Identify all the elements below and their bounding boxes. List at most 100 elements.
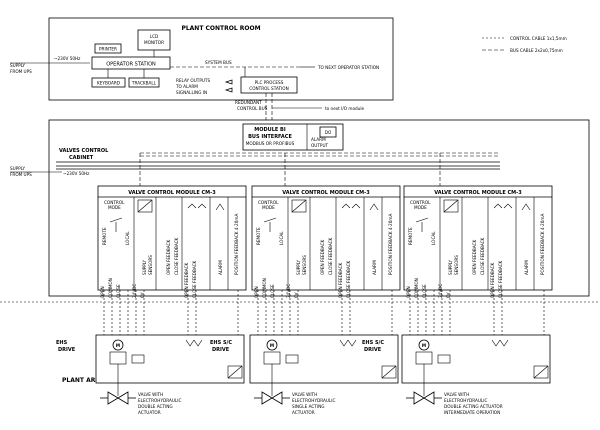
module-section-label: SUPPLY xyxy=(296,259,301,275)
control-mode-2: MODE xyxy=(108,205,121,210)
legend-bus-cable: BUS CABLE 2x2x0,75mm xyxy=(510,48,563,53)
drive-caption: ELECTROHYDRAULIC xyxy=(138,398,181,403)
redundant-label-1: REDUNDANT xyxy=(235,100,262,105)
drive-caption: ELECTROHYDRAULIC xyxy=(292,398,335,403)
terminal-label: COMMON xyxy=(414,278,419,298)
do-label: DO xyxy=(325,130,332,135)
module-section-label: SENSORS xyxy=(302,255,307,275)
module-bi-label-2: BUS INTERFACE xyxy=(248,134,292,140)
feedback-label: CLOSE FEEDBACK xyxy=(192,260,197,298)
local-label: LOCAL xyxy=(431,231,436,245)
lcd-label-1: LCD xyxy=(150,34,158,39)
motor-icon: M xyxy=(422,343,426,348)
terminal-label: CLOSE xyxy=(422,284,427,298)
room-voltage: ~230V 50Hz xyxy=(54,56,81,61)
feedback-label: CLOSE FEEDBACK xyxy=(498,260,503,298)
remote-label: REMOTE xyxy=(408,227,413,245)
control-mode-2: MODE xyxy=(414,205,427,210)
drive-name-2: DRIVE xyxy=(58,347,76,353)
control-room-title: PLANT CONTROL ROOM xyxy=(181,25,260,32)
module-section-label: SUPPLY xyxy=(448,259,453,275)
drive-caption: ELECTROHYDRAULIC xyxy=(444,398,487,403)
terminal-label: OPEN xyxy=(254,286,259,298)
module-section-label: SUPPLY xyxy=(142,259,147,275)
plant-area-label: PLANT AREA xyxy=(62,377,104,384)
legend: CONTROL CABLE 1x1,5mm BUS CABLE 2x2x0,75… xyxy=(482,36,567,53)
terminal-label: OPEN xyxy=(100,286,105,298)
drive-caption: ACTUATOR xyxy=(292,410,315,415)
next-io-label: to next I/O module xyxy=(325,106,365,111)
redundant-label-2: CONTROL BUS xyxy=(237,106,268,111)
module-section-label: POSITION FEEDBACK 4-20mA xyxy=(540,214,545,275)
terminal-label: 0V xyxy=(140,292,145,298)
module-section-label: SENSORS xyxy=(454,255,459,275)
module-title: VALVE CONTROL MODULE CM-3 xyxy=(434,190,522,196)
do-box xyxy=(319,126,337,138)
module-section-label: OPEN FEEDBACK xyxy=(320,240,325,275)
drive-name-1: EHS xyxy=(56,340,68,346)
control-mode-1: CONTROL xyxy=(258,200,279,205)
module-bi-label-1: MODULE BI xyxy=(254,127,286,133)
drive-caption: VALVE WITH xyxy=(138,392,163,397)
keyboard-label: KEYBOARD xyxy=(97,81,120,86)
module-title: VALVE CONTROL MODULE CM-3 xyxy=(128,190,216,196)
relay-label-2: TO ALARM xyxy=(175,84,198,89)
next-operator-label: TO NEXT OPERATOR STATION xyxy=(317,65,379,70)
system-bus-label: SYSTEM BUS xyxy=(205,60,232,65)
drive-caption: DOUBLE ACTING ACTUATOR xyxy=(444,404,503,409)
plc-label-2: CONTROL STATION xyxy=(249,86,288,91)
cabinet-supply-1: SUPPLY xyxy=(10,166,26,171)
terminal-label: COMMON xyxy=(108,278,113,298)
cabinet-voltage: ~230V 50Hz xyxy=(63,171,90,176)
room-supply-1: SUPPLY xyxy=(10,63,26,68)
module-title: VALVE CONTROL MODULE CM-3 xyxy=(282,190,370,196)
local-label: LOCAL xyxy=(125,231,130,245)
lcd-label-2: MONITOR xyxy=(144,40,164,45)
operator-station-box xyxy=(91,56,171,70)
terminal-label: CLOSE xyxy=(116,284,121,298)
keyboard-box xyxy=(91,77,126,88)
feedback-label: OPEN FEEDBACK xyxy=(338,263,343,298)
module-section-label: POSITION FEEDBACK 4-20mA xyxy=(388,214,393,275)
alarm-output-1: ALARM xyxy=(311,137,326,142)
terminal-label: CLOSE xyxy=(270,284,275,298)
control-mode-1: CONTROL xyxy=(104,200,125,205)
trackball-label: TRACKBALL xyxy=(131,81,157,86)
module-section-label: CLOSE FEEDBACK xyxy=(480,237,485,275)
drive-caption: INTERMEDIATE OPERATION xyxy=(444,410,500,415)
remote-label: REMOTE xyxy=(256,227,261,245)
motor-icon: M xyxy=(270,343,274,348)
terminal-label: 24VDC xyxy=(286,284,291,298)
remote-label: REMOTE xyxy=(102,227,107,245)
module-section-label: CLOSE FEEDBACK xyxy=(174,237,179,275)
module-section-label: POSITION FEEDBACK 4-20mA xyxy=(234,214,239,275)
drive-name-2: DRIVE xyxy=(212,347,230,353)
control-mode-2: MODE xyxy=(262,205,275,210)
feedback-label: OPEN FEEDBACK xyxy=(490,263,495,298)
room-supply-2: FROM UPS xyxy=(10,69,32,74)
drive-name-1: EHS S/C xyxy=(362,340,384,346)
feedback-label: CLOSE FEEDBACK xyxy=(346,260,351,298)
drive-name-2: DRIVE xyxy=(364,347,382,353)
module-section-label: ALARM xyxy=(372,260,377,275)
cabinet-supply-2: FROM UPS xyxy=(10,172,32,177)
operator-station-label: OPERATOR STATION xyxy=(106,62,156,68)
terminal-label: 0V xyxy=(446,292,451,298)
terminal-label: COMMON xyxy=(262,278,267,298)
drive-name-1: EHS S/C xyxy=(210,340,232,346)
feedback-label: OPEN FEEDBACK xyxy=(184,263,189,298)
terminal-label: 0V xyxy=(294,292,299,298)
drive-caption: ACTUATOR xyxy=(138,410,161,415)
relay-label-3: SIGNALLING IN xyxy=(176,90,207,95)
terminal-label: OPEN xyxy=(406,286,411,298)
control-mode-1: CONTROL xyxy=(410,200,431,205)
module-section-label: SENSORS xyxy=(148,255,153,275)
module-section-label: OPEN FEEDBACK xyxy=(166,240,171,275)
module-bi-label-3: MODBUS OR PROFIBUS xyxy=(246,141,295,146)
